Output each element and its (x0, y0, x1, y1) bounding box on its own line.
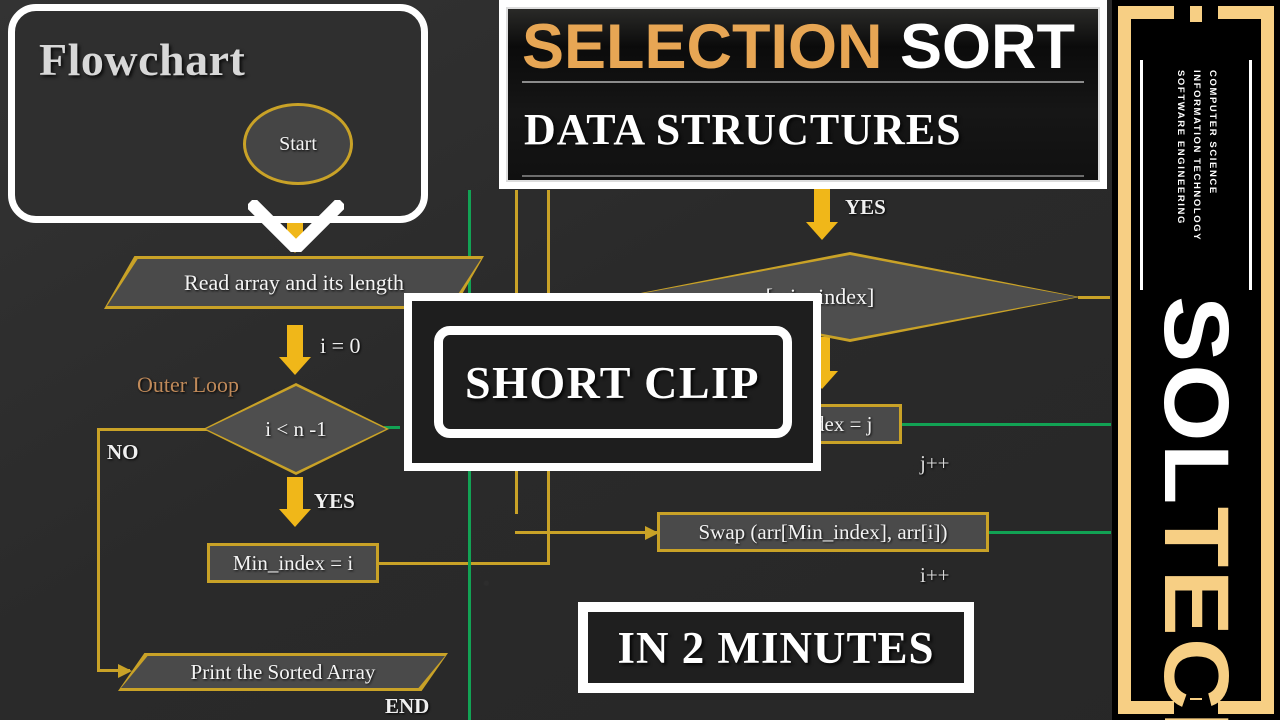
node-print-sorted[interactable]: Print the Sorted Array (118, 653, 448, 691)
brand-sidebar: COMPUTER SCIENCE INFORMATION TECHNOLOGY … (1112, 0, 1280, 720)
arrow-head-to-swap (645, 526, 659, 540)
node-body: Print the Sorted Array (121, 656, 445, 688)
label-yes-outer: YES (314, 489, 355, 513)
callout-tail (248, 200, 344, 252)
short-clip-inner: SHORT CLIP (433, 326, 792, 438)
sidebar-inner-panel: COMPUTER SCIENCE INFORMATION TECHNOLOGY … (1134, 22, 1258, 720)
arrow-inner-yes-down (806, 188, 838, 240)
duration-badge-inner: IN 2 MINUTES (585, 609, 967, 686)
duration-badge-label: IN 2 MINUTES (617, 622, 935, 673)
sidebar-rule-right (1249, 60, 1252, 290)
greenline-vertical-upper (468, 190, 471, 295)
greenline-vertical-main (468, 470, 471, 720)
flowline-minindex-right (378, 562, 550, 565)
title-divider (522, 81, 1084, 84)
title-divider-bottom (522, 175, 1084, 177)
brand-sol: SOL (1145, 295, 1248, 507)
flowline-no-horizontal (97, 428, 209, 431)
node-read-array-label: Read array and its length (184, 269, 404, 295)
node-print-sorted-label: Print the Sorted Array (190, 659, 376, 684)
label-no: NO (107, 440, 139, 464)
arrow-decision-yes-down (279, 477, 311, 527)
title-selection: SELECTION (522, 12, 883, 82)
title-card-inner: SELECTION SORT DATA STRUCTURES (506, 7, 1100, 182)
label-end: END (385, 694, 430, 718)
arrow-read-to-decision (279, 325, 311, 375)
flowline-inner-return-horizontal (515, 531, 660, 534)
sidebar-rule-left (1140, 60, 1143, 290)
greenline-j-return (902, 423, 1111, 426)
title-card-main: SELECTION SORT (508, 9, 1098, 79)
corner-right-v (1261, 6, 1274, 714)
title-card-subtitle: DATA STRUCTURES (524, 104, 962, 154)
flowchart-callout-title: Flowchart (39, 34, 246, 85)
greenline-i-return (988, 531, 1111, 534)
flowline-no-to-print (97, 669, 130, 672)
brand-tech: TECH (1145, 506, 1248, 720)
corner-top-right-h (1218, 6, 1274, 19)
brand-logo: SOLTECH (1134, 296, 1258, 720)
title-card: SELECTION SORT DATA STRUCTURES (499, 0, 1107, 189)
corner-bottom-right-h (1218, 701, 1274, 714)
corner-top-left-h (1118, 6, 1174, 19)
sidebar-disciplines-wrap: COMPUTER SCIENCE INFORMATION TECHNOLOGY … (1134, 70, 1258, 300)
short-clip-mid: SHORT CLIP (412, 301, 813, 463)
short-clip-badge: SHORT CLIP (404, 293, 821, 471)
flowchart-callout-bubble: Flowchart (8, 4, 428, 223)
node-swap[interactable]: Swap (arr[Min_index], arr[i]) (657, 512, 989, 552)
node-start-label: Start (279, 132, 317, 155)
node-start[interactable]: Start (243, 103, 353, 185)
brand-logo-text: SOLTECH (1145, 296, 1247, 720)
flowline-no-vertical (97, 428, 100, 671)
short-clip-label: SHORT CLIP (465, 356, 760, 408)
corner-left-v (1118, 6, 1131, 714)
node-outer-condition-label: i < n -1 (265, 416, 327, 441)
title-sort: SORT (882, 12, 1076, 82)
node-body: i < n -1 (206, 386, 386, 472)
flowline-inner-right-edge (1078, 296, 1110, 299)
label-j-increment: j++ (920, 451, 950, 475)
label-yes-inner: YES (845, 195, 886, 219)
sidebar-disciplines: COMPUTER SCIENCE INFORMATION TECHNOLOGY … (1175, 70, 1218, 242)
greenline-diamond-tick (384, 426, 400, 429)
duration-badge: IN 2 MINUTES (578, 602, 974, 693)
node-min-index-i-label: Min_index = i (232, 550, 354, 575)
arrow-head-to-print (118, 664, 132, 678)
node-min-index-i[interactable]: Min_index = i (207, 543, 379, 583)
label-i-init: i = 0 (320, 333, 361, 358)
corner-bottom-left-h (1118, 701, 1174, 714)
node-outer-condition[interactable]: i < n -1 (203, 383, 389, 475)
label-outer-loop: Outer Loop (137, 372, 240, 397)
label-i-increment: i++ (920, 563, 950, 587)
node-swap-label: Swap (arr[Min_index], arr[i]) (698, 519, 948, 544)
